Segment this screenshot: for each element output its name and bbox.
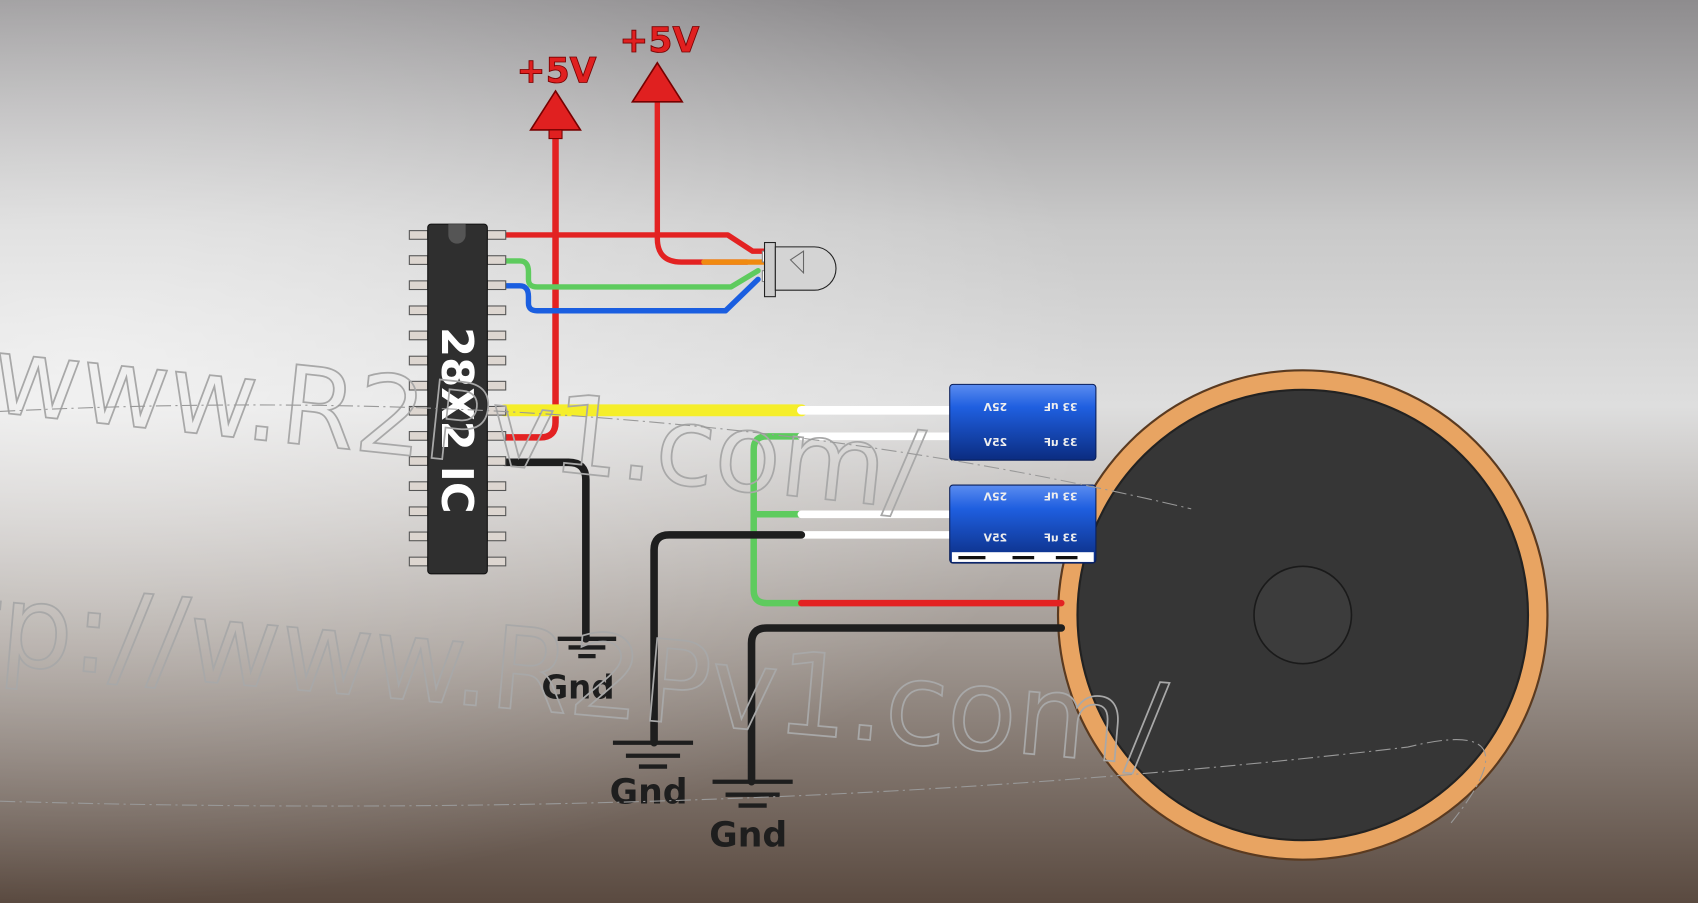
ground-label-3: Gnd bbox=[709, 816, 787, 856]
chip-pin bbox=[408, 230, 429, 240]
capacitor-1-capacitance: 33 uF bbox=[1044, 436, 1078, 449]
ground-label-2: Gnd bbox=[610, 772, 688, 812]
ground-label-1: Gnd bbox=[541, 668, 614, 706]
chip-pin bbox=[486, 255, 507, 265]
chip-pin bbox=[408, 280, 429, 291]
wire-5v-2 bbox=[654, 100, 750, 265]
chip-label: 28X2 IC bbox=[431, 327, 481, 514]
chip-pin bbox=[486, 556, 507, 567]
svg-text:33 uF: 33 uF bbox=[1044, 400, 1078, 413]
svg-text:33 uF: 33 uF bbox=[1044, 490, 1078, 503]
capacitor-2-voltage: 25V bbox=[983, 531, 1007, 544]
chip-pin bbox=[486, 280, 507, 291]
power-symbol-1: +5V bbox=[516, 51, 597, 140]
wire-green-cap bbox=[750, 433, 805, 607]
chip-pin bbox=[486, 506, 507, 517]
chip-pin bbox=[408, 556, 429, 567]
capacitor-2-capacitance: 33 uF bbox=[1044, 531, 1078, 544]
wire-black-1 bbox=[500, 458, 590, 643]
capacitor-2: 25V 33 uF 25V 33 uF bbox=[949, 484, 1097, 564]
ground-symbol-2: Gnd bbox=[610, 740, 694, 812]
ground-symbol-3: Gnd bbox=[709, 779, 793, 856]
chip-pin bbox=[486, 305, 507, 316]
svg-text:25V: 25V bbox=[983, 490, 1007, 503]
chip-pin bbox=[408, 255, 429, 265]
chip-pin bbox=[408, 305, 429, 316]
wire-red-led bbox=[501, 232, 767, 254]
wire-white-2 bbox=[797, 432, 957, 539]
power-label-2: +5V bbox=[619, 21, 699, 61]
chip-pin bbox=[408, 531, 429, 542]
chip-pin bbox=[486, 230, 507, 240]
chip-pin bbox=[408, 330, 429, 341]
capacitor-1: 25V 33 uF 25V 33 uF bbox=[949, 383, 1097, 461]
chip-pin bbox=[486, 330, 507, 341]
rgb-led bbox=[761, 241, 837, 298]
wire-green-led bbox=[501, 258, 761, 290]
wire-black-3 bbox=[747, 624, 1066, 786]
capacitor-1-voltage: 25V bbox=[983, 436, 1007, 449]
ground-symbol-1: Gnd bbox=[541, 636, 617, 706]
wire-black-2 bbox=[650, 531, 806, 747]
power-label-1: +5V bbox=[517, 51, 597, 91]
ic-chip: 28X2 IC bbox=[408, 223, 507, 575]
chip-pin bbox=[408, 506, 429, 517]
wire-blue-led bbox=[501, 276, 761, 314]
wire-5v-1 bbox=[501, 126, 559, 441]
power-symbol-2: +5V bbox=[619, 21, 700, 103]
chip-pin bbox=[486, 531, 507, 542]
speaker bbox=[1056, 369, 1549, 861]
svg-text:25V: 25V bbox=[983, 400, 1007, 413]
